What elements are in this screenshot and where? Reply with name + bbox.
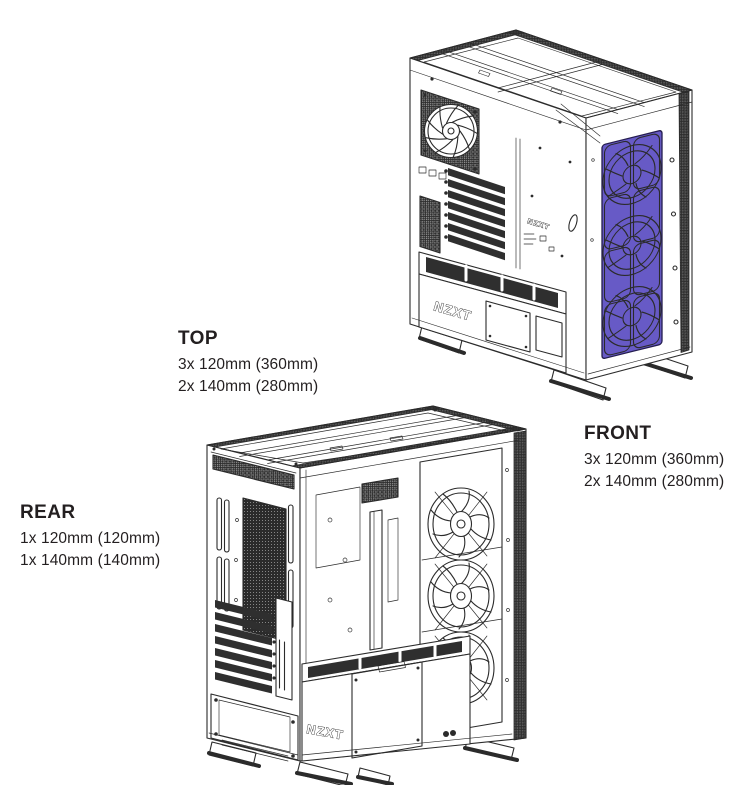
pci-slots — [215, 597, 293, 701]
front-panel-fan-highlight — [601, 130, 663, 360]
front-mesh-strip — [513, 430, 527, 741]
rear-callout-title: REAR — [20, 502, 76, 523]
top-callout: TOP 3x 120mm (360mm) 2x 140mm (280mm) — [178, 328, 318, 397]
top-mesh-frame — [206, 405, 527, 469]
front-callout: FRONT 3x 120mm (360mm) 2x 140mm (280mm) — [584, 423, 724, 492]
psu-bay — [210, 693, 299, 762]
rear-fan — [420, 89, 480, 175]
front-callout-title: FRONT — [584, 423, 652, 444]
nzxt-logo-psu-shroud-lower: NZXT — [305, 722, 344, 742]
interior-left-side: NZXT NZXT — [409, 69, 587, 374]
psu-shroud: NZXT — [418, 251, 567, 374]
rear-callout-spec-2: 1x 140mm (140mm) — [20, 551, 161, 569]
top-callout-spec-1: 3x 120mm (360mm) — [178, 356, 319, 373]
front-face-detail — [555, 91, 693, 375]
top-callout-title: TOP — [178, 328, 218, 349]
front-side-mesh-strip — [678, 91, 690, 353]
top-mesh-frame — [409, 29, 693, 117]
front-callout-spec-2: 2x 140mm (280mm) — [584, 472, 725, 490]
rear-panel — [208, 451, 299, 762]
psu-shroud: NZXT — [301, 635, 471, 762]
top-callout-spec-2: 2x 140mm (280mm) — [178, 377, 319, 395]
rear-callout: REAR 1x 120mm (120mm) 1x 140mm (140mm) — [20, 502, 160, 571]
case-feet — [207, 736, 519, 785]
case-rear-view-illustration: NZXT — [206, 405, 527, 785]
pci-slots — [444, 168, 505, 261]
rear-callout-spec-1: 1x 120mm (120mm) — [20, 530, 161, 547]
case-front-view-illustration: NZXT NZXT — [409, 29, 693, 401]
front-callout-spec-1: 3x 120mm (360mm) — [584, 451, 725, 468]
interior-open-side: NZXT — [299, 430, 527, 762]
